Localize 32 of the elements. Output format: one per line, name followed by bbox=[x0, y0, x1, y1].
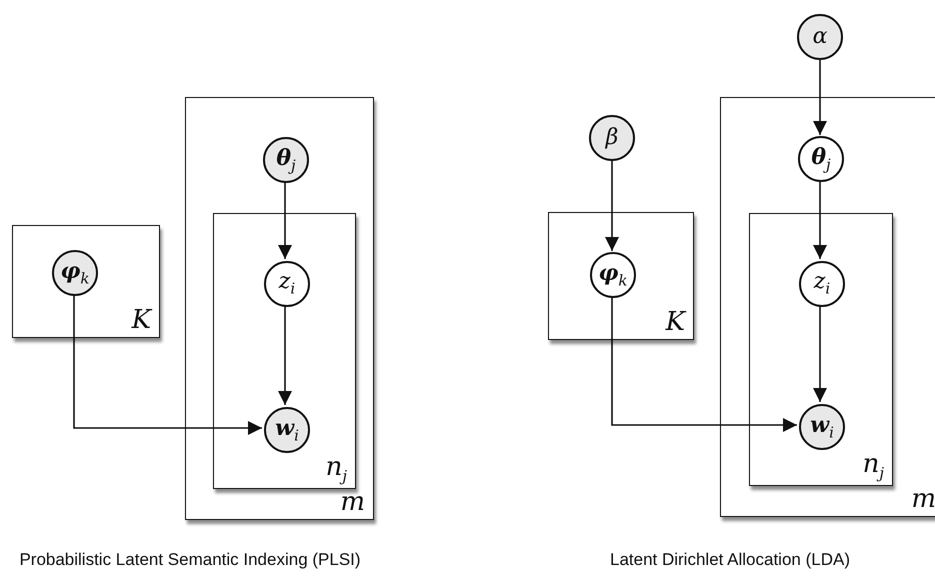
figure-caption: Latent Dirichlet Allocation (LDA) bbox=[610, 550, 850, 570]
arrow bbox=[605, 161, 619, 251]
arrow bbox=[611, 297, 797, 432]
variable-node: z$_{i}$ bbox=[799, 261, 845, 307]
plate-box bbox=[185, 97, 374, 520]
plate-box bbox=[749, 213, 893, 486]
plate-box bbox=[12, 225, 160, 338]
plate-box bbox=[548, 212, 694, 340]
variable-node: φ$_{k}$ bbox=[52, 250, 98, 296]
variable-node: θ$_{j}$ bbox=[263, 137, 309, 183]
plate-label: n$_{j}$ bbox=[326, 454, 347, 484]
plate-label: m bbox=[340, 489, 365, 515]
plate-box bbox=[720, 97, 935, 517]
arrow bbox=[813, 60, 827, 135]
arrow bbox=[278, 305, 292, 405]
variable-node: θ$_{j}$ bbox=[798, 136, 844, 182]
plate-label: K bbox=[132, 307, 151, 333]
arrow bbox=[813, 305, 827, 402]
arrow bbox=[73, 295, 262, 435]
variable-node: w$_{i}$ bbox=[264, 407, 310, 453]
variable-node: w$_{i}$ bbox=[799, 404, 845, 450]
figure-caption: Probabilistic Latent Semantic Indexing (PLSI) bbox=[19, 550, 361, 570]
plate-label: n$_{j}$ bbox=[862, 450, 884, 481]
arrow bbox=[813, 181, 827, 259]
variable-node: φ$_{k}$ bbox=[590, 252, 636, 298]
plate-box bbox=[213, 213, 356, 489]
plate-label: K bbox=[666, 309, 685, 335]
variable-node: z$_{i}$ bbox=[264, 261, 310, 307]
plate-label: m bbox=[911, 486, 935, 512]
arrow bbox=[278, 182, 292, 259]
variable-node: β bbox=[589, 115, 635, 161]
variable-node: α bbox=[797, 14, 843, 60]
